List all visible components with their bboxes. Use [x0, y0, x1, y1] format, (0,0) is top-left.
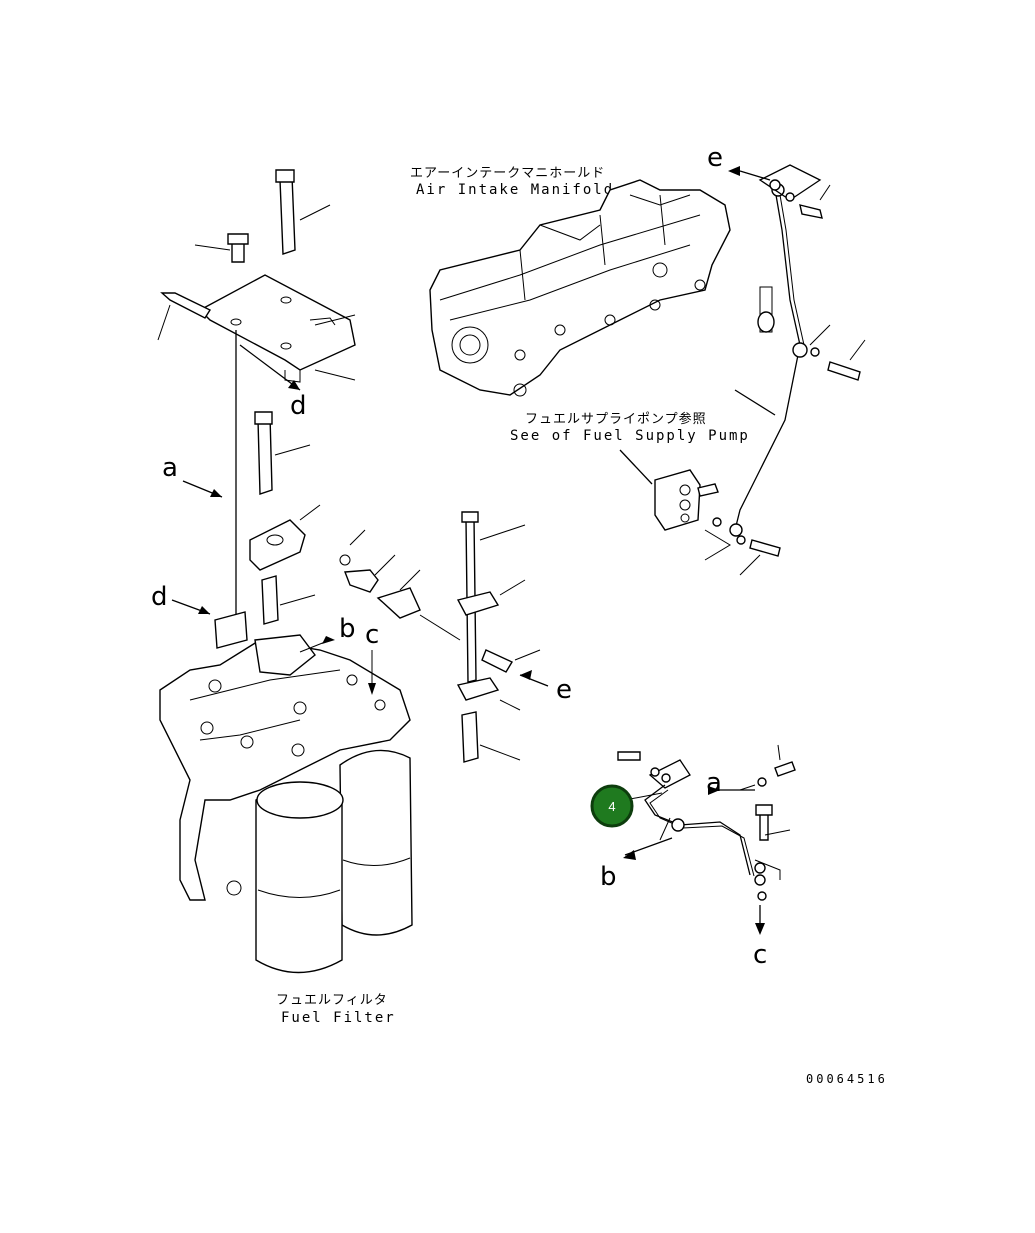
fuel-filter-head — [159, 611, 411, 901]
fuel-supply-pump-block — [619, 449, 781, 576]
ref-c-filter: c — [365, 620, 379, 650]
drawing-code: 00064516 — [806, 1072, 888, 1086]
arrow-e-top-line — [739, 170, 771, 181]
ref-b-right: b — [600, 862, 617, 892]
callout-number: 4 — [608, 799, 615, 814]
fuel-return-pipe-upper — [729, 183, 808, 537]
air-intake-manifold — [429, 179, 731, 397]
manifold-label-en: Air Intake Manifold — [416, 182, 614, 198]
manifold-label-jp: エアーインテークマニホールド — [410, 166, 605, 181]
ref-e-top: e — [707, 143, 723, 173]
ref-a-left: a — [162, 453, 178, 483]
filter-label-jp: フュエルフィルタ — [276, 993, 388, 1008]
ref-c-right: c — [753, 940, 767, 970]
callout-4[interactable]: 4 — [590, 784, 634, 828]
top-right-fasteners — [734, 164, 866, 416]
pump-label-jp: フュエルサプライポンプ参照 — [525, 411, 707, 427]
pump-label-en: See of Fuel Supply Pump — [510, 428, 750, 444]
arrows — [198, 166, 765, 935]
middle-bracket — [249, 411, 421, 625]
ref-e-mid: e — [556, 675, 572, 705]
callout-circle — [590, 784, 634, 828]
upper-bracket — [157, 169, 356, 383]
ref-d-mid: d — [151, 582, 168, 612]
right-vertical-assembly — [419, 511, 549, 763]
ref-b-filter: b — [339, 614, 356, 644]
filter-label-en: Fuel Filter — [281, 1010, 396, 1026]
pipe-detail — [617, 744, 796, 930]
long-rod — [171, 330, 301, 640]
ref-d-top: d — [290, 391, 307, 421]
fuel-filter-cartridges — [255, 749, 413, 974]
